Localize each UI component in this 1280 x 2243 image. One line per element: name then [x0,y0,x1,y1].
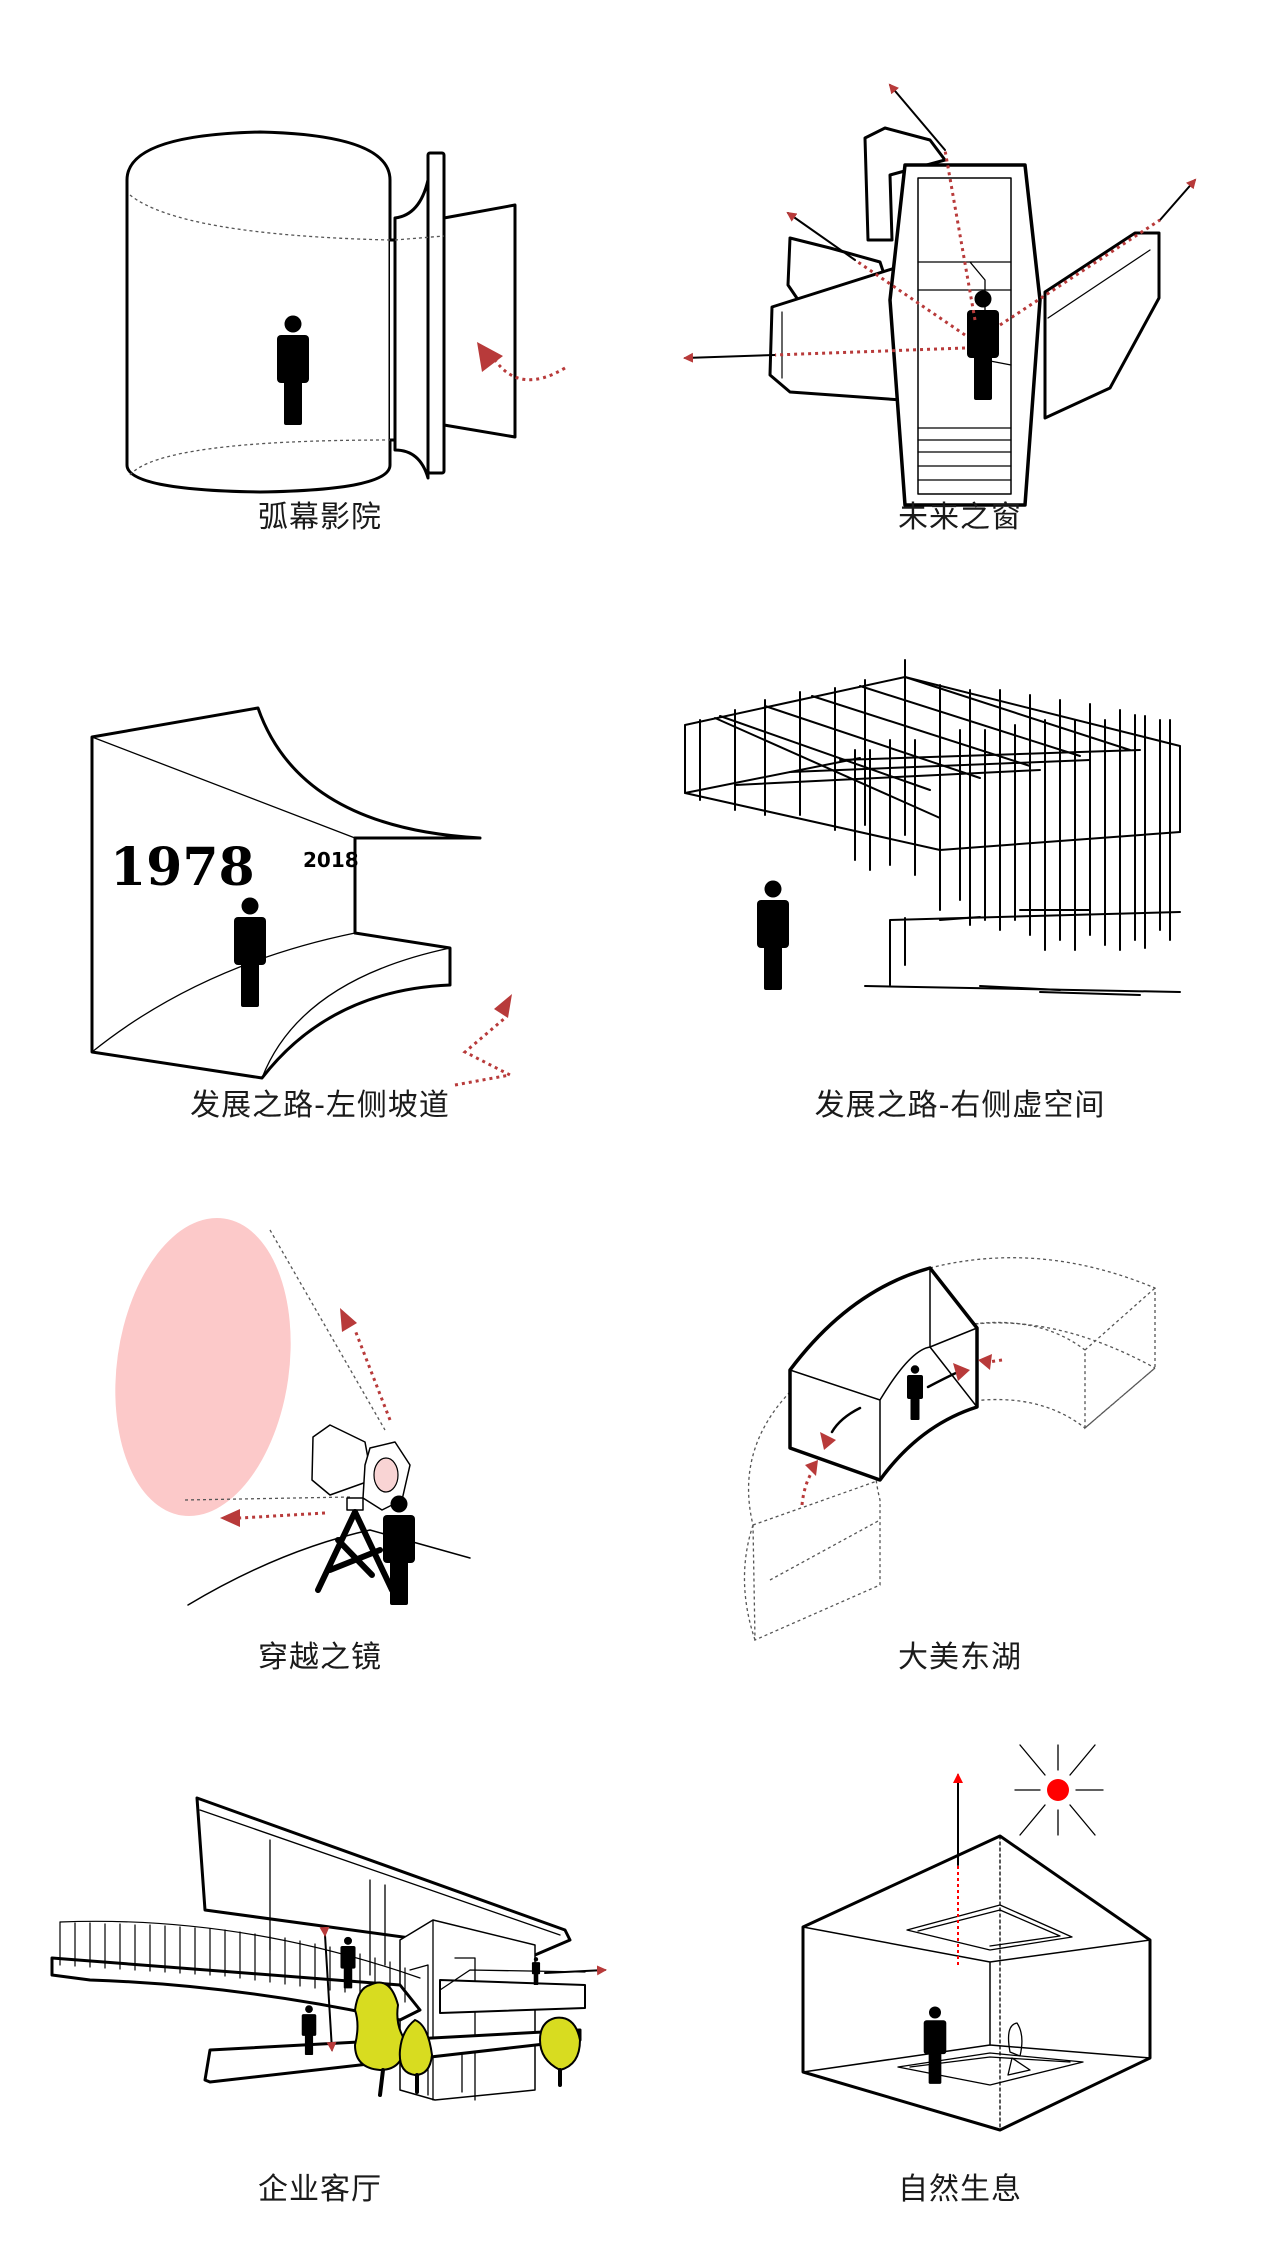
arc-screen-cinema-drawing [125,130,566,494]
scaffold-grid [684,659,1181,996]
enterprise-lounge-drawing [50,1796,607,2101]
red-arrow-icon [978,1354,992,1370]
panel-window-of-future: 未来之窗 [640,0,1280,560]
natural-breath-drawing [801,1744,1152,2132]
panel-development-road-right-void: 发展之路-右侧虚空间 [640,620,1280,1140]
red-arrow-icon [220,1509,240,1527]
red-arrow-icon [494,994,512,1018]
panel-development-road-left-ramp: 1978 2018 发展之路-左侧坡道 [0,620,640,1140]
caption-left-ramp: 发展之路-左侧坡道 [190,1088,450,1123]
left-ramp-drawing: 1978 2018 [90,706,515,1087]
sun-icon [1014,1744,1104,1836]
panel-enterprise-lounge: 企业客厅 [0,1740,640,2243]
right-void-drawing [684,659,1181,996]
red-arrow-icon [340,1308,357,1332]
east-lake-drawing [743,1257,1156,1641]
red-arrow-icon [477,342,503,372]
red-arrow-icon [805,1460,818,1476]
panel-natural-breath: 自然生息 [640,1740,1280,2243]
window-of-future-drawing [683,83,1197,507]
red-arrow-icon [953,1363,970,1381]
panel-beautiful-east-lake: 大美东湖 [640,1180,1280,1740]
person-silhouette-icon [757,880,789,990]
year-2018-label: 2018 [303,848,359,872]
projector-icon [311,1424,411,1593]
caption-mirror-of-traverse: 穿越之镜 [258,1640,382,1675]
panel-arc-screen-cinema: 弧幕影院 [0,0,640,560]
year-1978-label: 1978 [110,837,255,898]
caption-beautiful-east-lake: 大美东湖 [898,1640,1022,1675]
tree-icon [353,1981,407,2072]
mirror-of-traverse-drawing [115,1217,471,1606]
person-silhouette-icon [383,1495,415,1605]
red-arrow-icon [820,1432,836,1450]
panel-mirror-of-traverse: 穿越之镜 [0,1180,640,1740]
tree-icon [538,2016,582,2072]
caption-natural-breath: 自然生息 [898,2172,1022,2207]
bridge-railing [59,1920,421,2003]
caption-right-void: 发展之路-右侧虚空间 [814,1088,1106,1123]
caption-arc-screen-cinema: 弧幕影院 [258,500,382,535]
projection-ellipse [115,1217,291,1517]
caption-window-of-future: 未来之窗 [898,500,1022,535]
caption-enterprise-lounge: 企业客厅 [258,2172,382,2207]
